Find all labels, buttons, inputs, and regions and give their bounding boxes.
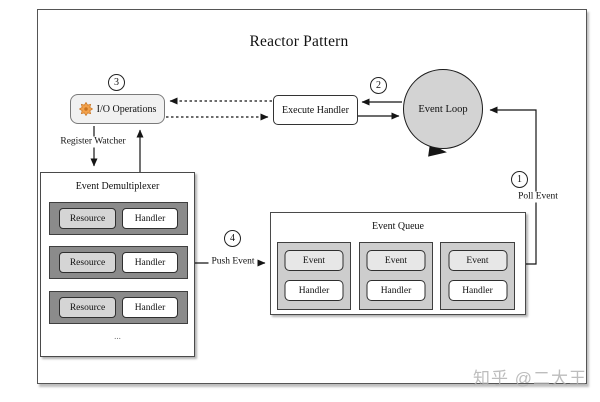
queue-slot: Event Handler <box>359 242 433 310</box>
poll-event-label: Poll Event <box>515 191 561 203</box>
step-badge-2: 2 <box>370 77 387 94</box>
io-operations-label: I/O Operations <box>96 103 157 115</box>
event-box: Event <box>284 250 344 271</box>
event-box: Event <box>448 250 507 271</box>
handler-box: Handler <box>284 280 344 301</box>
step-badge-1: 1 <box>511 171 528 188</box>
handler-box: Handler <box>122 252 178 273</box>
step-badge-3: 3 <box>108 74 125 91</box>
handler-box: Handler <box>366 280 426 301</box>
event-loop-node: Event Loop <box>403 69 483 149</box>
step-badge-4: 4 <box>224 230 241 247</box>
event-queue-title: Event Queue <box>372 221 424 232</box>
event-demultiplexer-title: Event Demultiplexer <box>75 181 160 192</box>
event-demultiplexer: Event Demultiplexer Resource Handler Res… <box>40 172 195 357</box>
event-box: Event <box>366 250 426 271</box>
push-event-label: Push Event <box>208 256 258 268</box>
queue-slot: Event Handler <box>277 242 351 310</box>
demux-ellipsis: ... <box>114 331 121 341</box>
demux-row: Resource Handler <box>49 202 188 235</box>
handler-box: Handler <box>122 208 178 229</box>
resource-box: Resource <box>59 208 116 229</box>
resource-box: Resource <box>59 297 116 318</box>
demux-row: Resource Handler <box>49 246 188 279</box>
handler-box: Handler <box>448 280 507 301</box>
resource-box: Resource <box>59 252 116 273</box>
event-queue: Event Queue Event Handler Event Handler … <box>270 212 526 315</box>
queue-slot: Event Handler <box>440 242 515 310</box>
execute-handler-label: Execute Handler <box>282 104 349 116</box>
handler-box: Handler <box>122 297 178 318</box>
event-loop-label: Event Loop <box>418 103 468 115</box>
register-watcher-label: Register Watcher <box>57 136 129 148</box>
watermark: 知乎 @二大王 <box>473 369 587 388</box>
gear-icon <box>78 102 93 116</box>
page-title: Reactor Pattern <box>249 33 349 50</box>
demux-row: Resource Handler <box>49 291 188 324</box>
io-operations-node: I/O Operations <box>70 94 165 124</box>
execute-handler-node: Execute Handler <box>273 95 358 125</box>
